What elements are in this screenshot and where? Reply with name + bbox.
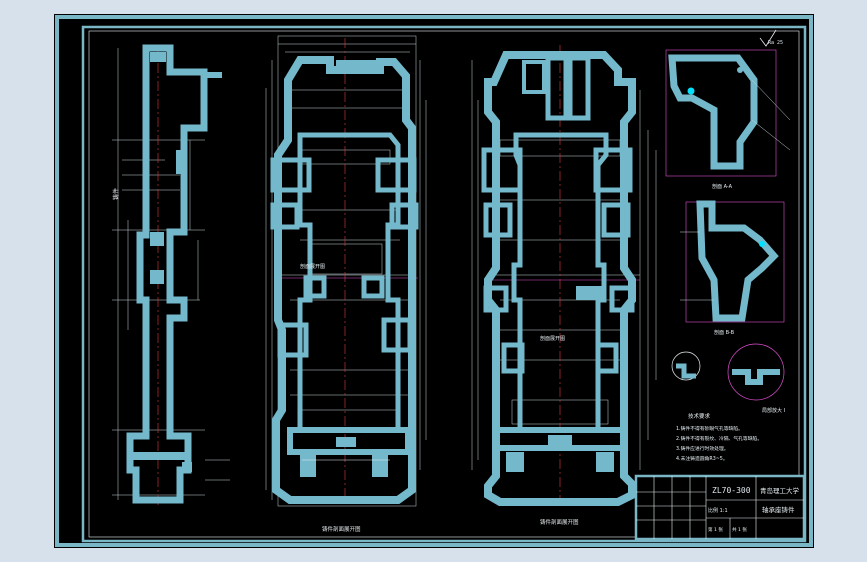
scale-label: 比例 1:1 [708,507,728,514]
note-line: 4.未注铸造圆角R3~5。 [676,455,728,462]
title-block: ZL70-300 青岛理工大学 轴承座铸件 比例 1:1 第 1 张 共 1 张 [634,474,806,541]
left-section-view: 铸件 [112,44,230,505]
middle-section-view: 铸件剖面展开图 剖面展开图 [265,35,427,533]
part-name: 轴承座铸件 [762,505,795,514]
note-line: 3.铸件应进行时效处理。 [676,445,729,452]
detail-view-b: 剖面 B-B [680,200,785,336]
inner-border-line [88,30,800,538]
inner-frame [81,25,807,543]
middle-view-mid-caption: 剖面展开图 [300,263,325,270]
detail-view-a: 剖面 A-A [665,49,791,190]
note-line: 1.铸件不得有砂眼气孔等缺陷。 [676,425,743,432]
technical-notes: 技术要求 1.铸件不得有砂眼气孔等缺陷。 2.铸件不得有裂纹、冷隔、气孔等缺陷。… [676,412,762,462]
notes-heading: 技术要求 [688,412,711,420]
detail-b-caption: 剖面 B-B [714,329,735,336]
sheet-label: 第 1 张 [708,526,723,533]
roughness-value: Ra 25 [768,40,783,46]
right-section-view: 铸件剖面展开图 剖面展开图 [471,45,657,526]
svg-text:铸件: 铸件 [112,188,120,200]
detail-view-c: 局部放大 I [671,343,785,414]
total-label: 共 1 张 [732,526,747,533]
right-view-caption: 铸件剖面展开图 [540,518,579,526]
right-view-mid-caption: 剖面展开图 [540,335,565,342]
note-line: 2.铸件不得有裂纹、冷隔、气孔等缺陷。 [676,435,762,442]
detail-c-caption: 局部放大 I [762,407,785,414]
drawing-number: ZL70-300 [712,486,751,495]
school-name: 青岛理工大学 [760,486,800,495]
detail-a-caption: 剖面 A-A [712,183,733,190]
roughness-symbol: Ra 25 [759,29,783,47]
outer-frame [55,15,813,547]
middle-view-caption: 铸件剖面展开图 [322,525,361,533]
